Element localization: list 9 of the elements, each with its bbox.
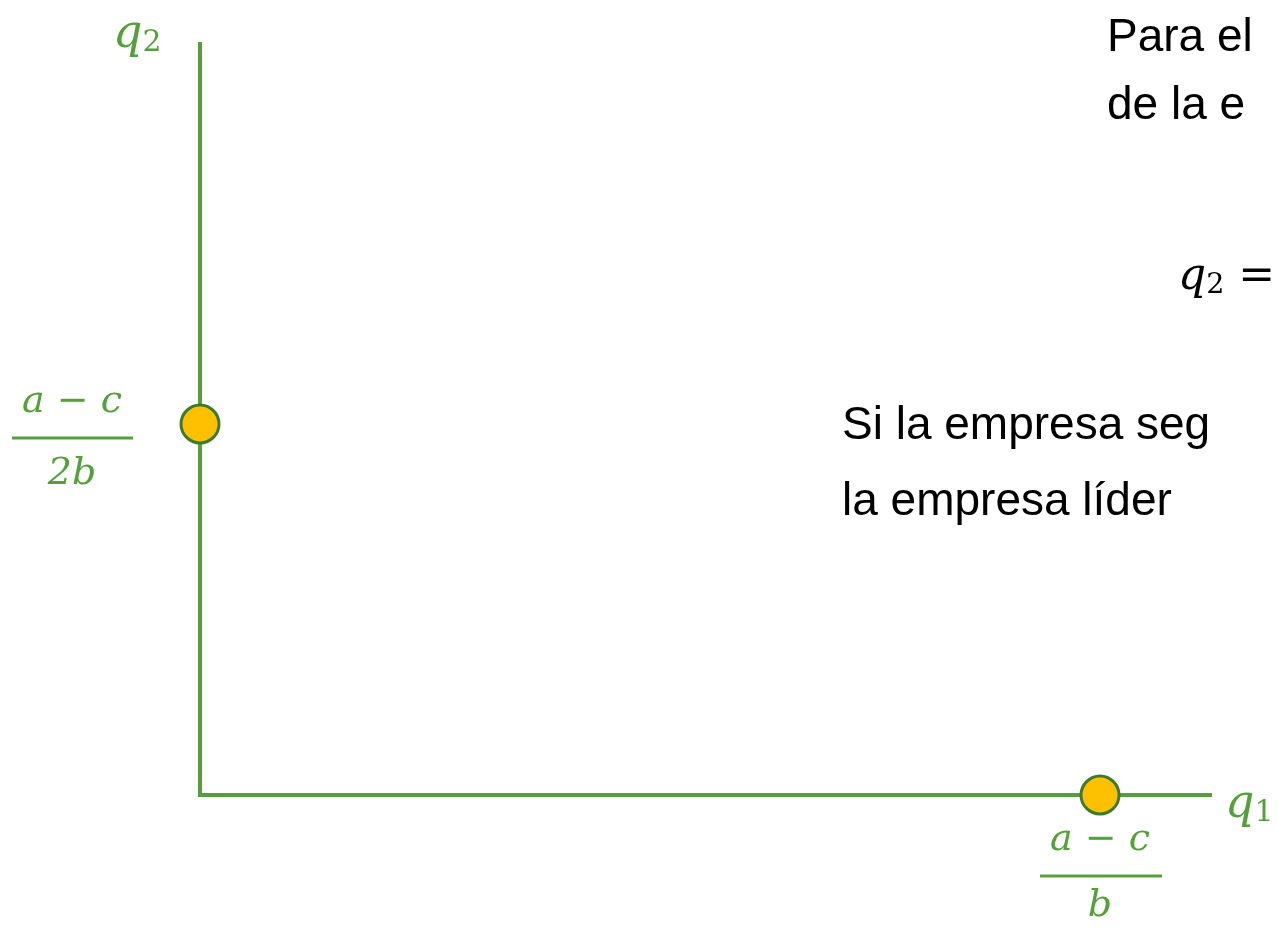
math-label: q$_{2}$ =: [1178, 252, 1276, 298]
math-label: a − c: [22, 380, 122, 418]
math-label: q$_{2}$: [113, 8, 162, 57]
math-label: b: [1087, 884, 1113, 922]
text-line: de la e: [1107, 80, 1246, 126]
math-label: 2b: [47, 452, 97, 490]
math-label: a − c: [1050, 818, 1150, 856]
text-line: Para el: [1107, 12, 1253, 58]
math-label: q$_{1}$: [1225, 778, 1274, 827]
